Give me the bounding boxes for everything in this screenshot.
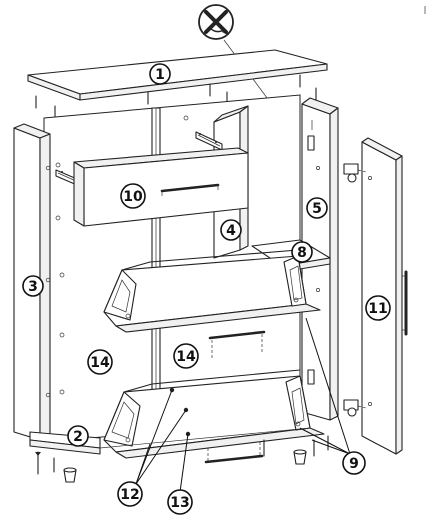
svg-text:13: 13	[170, 495, 189, 511]
callout-14-left: 14	[87, 349, 113, 375]
svg-text:2: 2	[73, 429, 83, 445]
svg-text:14: 14	[176, 349, 196, 365]
drawer	[73, 147, 249, 227]
svg-text:5: 5	[312, 201, 322, 217]
svg-text:1: 1	[155, 67, 165, 83]
callout-12: 12	[117, 481, 143, 507]
feet-and-screws	[35, 435, 329, 483]
callout-10: 10	[120, 183, 146, 209]
callout-2: 2	[67, 425, 89, 447]
callout-5: 5	[306, 197, 328, 219]
svg-text:3: 3	[28, 279, 38, 295]
svg-text:9: 9	[349, 456, 359, 472]
svg-text:12: 12	[120, 487, 139, 503]
callout-14-right: 14	[173, 343, 199, 369]
svg-text:8: 8	[297, 245, 307, 261]
callout-1: 1	[149, 63, 171, 85]
leader-lines	[135, 317, 351, 493]
svg-text:4: 4	[226, 223, 236, 239]
callout-11: 11	[365, 295, 391, 321]
svg-text:14: 14	[90, 355, 110, 371]
callout-4: 4	[220, 219, 242, 241]
callout-13: 13	[167, 489, 193, 515]
callout-8: 8	[291, 241, 313, 263]
callout-3: 3	[22, 275, 44, 297]
top-panel	[27, 49, 328, 101]
upper-shoe-flap	[103, 249, 321, 360]
svg-text:10: 10	[123, 189, 143, 205]
svg-text:11: 11	[368, 301, 387, 317]
callout-9: 9	[342, 451, 366, 475]
